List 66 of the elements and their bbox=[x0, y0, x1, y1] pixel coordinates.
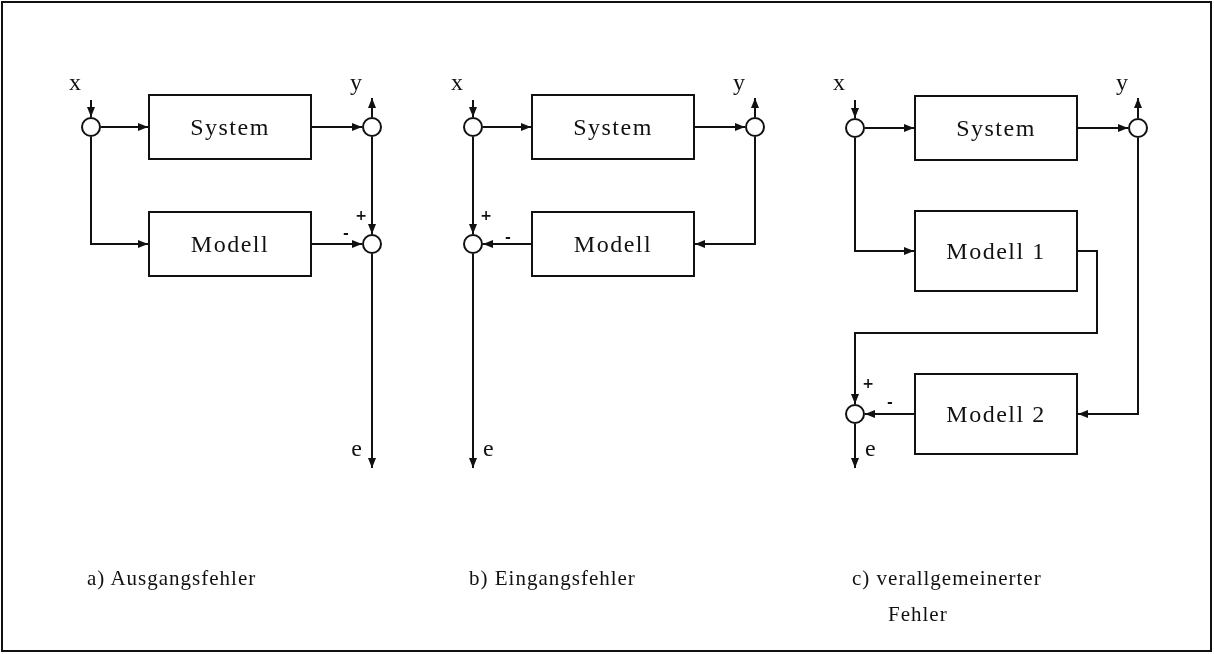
sign-label: + bbox=[355, 208, 367, 222]
block-label: Modell 2 bbox=[946, 400, 1046, 428]
arrow bbox=[368, 136, 376, 235]
arrow bbox=[1077, 137, 1139, 418]
summing-junction bbox=[745, 117, 765, 137]
block-label: System bbox=[956, 114, 1036, 142]
arrow bbox=[851, 423, 859, 469]
arrow bbox=[100, 123, 149, 131]
block-label: System bbox=[190, 113, 270, 141]
signal-label: e bbox=[351, 436, 362, 460]
sign-label: - bbox=[343, 226, 349, 240]
panel-caption: b) Eingangsfehler bbox=[469, 565, 637, 592]
summing-junction bbox=[463, 117, 483, 137]
panel-caption: c) verallgemeinerter Fehler bbox=[852, 565, 1043, 628]
arrow bbox=[864, 410, 915, 418]
arrow bbox=[854, 137, 915, 255]
arrow bbox=[311, 240, 363, 248]
block-box bbox=[148, 211, 312, 277]
summing-junction bbox=[845, 404, 865, 424]
arrow bbox=[311, 123, 363, 131]
block-box bbox=[148, 94, 312, 160]
block-box bbox=[914, 373, 1078, 455]
block-box bbox=[531, 94, 695, 160]
signal-label: x bbox=[833, 70, 845, 94]
arrow bbox=[864, 124, 915, 132]
summing-junction bbox=[463, 234, 483, 254]
arrow bbox=[694, 136, 756, 248]
arrow bbox=[851, 250, 1098, 405]
sign-label: - bbox=[887, 395, 893, 409]
summing-junction bbox=[845, 118, 865, 138]
summing-junction bbox=[1128, 118, 1148, 138]
block-label: System bbox=[573, 113, 653, 141]
signal-label: e bbox=[865, 436, 876, 460]
arrow bbox=[851, 99, 859, 119]
arrow bbox=[90, 136, 149, 248]
signal-label: x bbox=[69, 70, 81, 94]
signal-label: y bbox=[1116, 70, 1128, 94]
summing-junction bbox=[362, 117, 382, 137]
arrow bbox=[469, 99, 477, 118]
arrow bbox=[87, 99, 95, 118]
arrow bbox=[482, 123, 532, 131]
signal-label: y bbox=[350, 70, 362, 94]
arrow bbox=[469, 136, 477, 235]
block-label: Modell bbox=[573, 230, 653, 258]
summing-junction bbox=[81, 117, 101, 137]
signal-label: e bbox=[483, 436, 494, 460]
block-box bbox=[914, 95, 1078, 161]
block-label: Modell 1 bbox=[946, 237, 1046, 265]
arrow bbox=[751, 97, 759, 118]
summing-junction bbox=[362, 234, 382, 254]
arrow bbox=[482, 240, 532, 248]
sign-label: - bbox=[505, 230, 511, 244]
signal-label: y bbox=[733, 70, 745, 94]
block-box bbox=[531, 211, 695, 277]
block-label: Modell bbox=[190, 230, 270, 258]
signal-label: x bbox=[451, 70, 463, 94]
arrow bbox=[694, 123, 746, 131]
block-box bbox=[914, 210, 1078, 292]
arrow bbox=[1077, 124, 1129, 132]
arrow bbox=[368, 253, 376, 469]
panel-caption: a) Ausgangsfehler bbox=[87, 565, 258, 592]
arrow bbox=[1134, 97, 1142, 119]
sign-label: + bbox=[862, 376, 874, 390]
arrow bbox=[368, 97, 376, 118]
arrow bbox=[469, 253, 477, 469]
sign-label: + bbox=[480, 208, 492, 222]
